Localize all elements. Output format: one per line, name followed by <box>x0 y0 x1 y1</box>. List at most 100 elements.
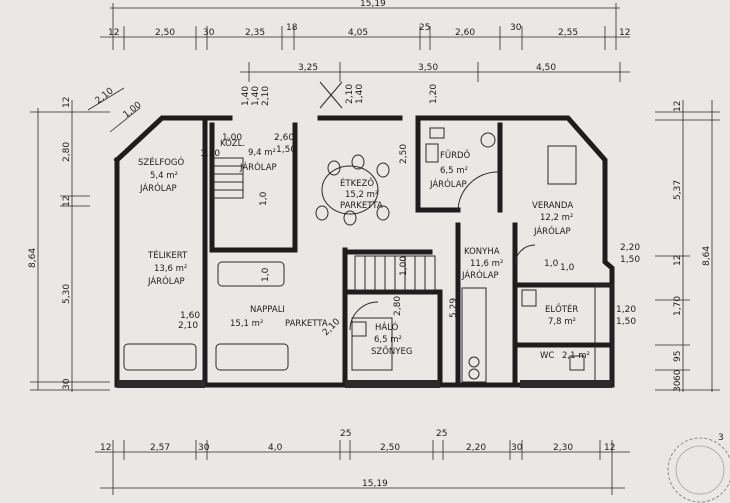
wall-hatch <box>117 284 613 388</box>
room-nappali-floor: PARKETTA <box>285 319 328 329</box>
top-dim-7: 25 <box>419 23 430 33</box>
bottom-dim-9: 30 <box>511 443 523 453</box>
room-wc-name: WC <box>540 351 554 361</box>
top-dim-1: 12 <box>108 28 119 38</box>
misc-dim-13: 1,50 <box>620 255 640 265</box>
room-eloter-area: 7,8 m² <box>548 317 576 327</box>
bottom-dim-1: 12 <box>100 443 111 453</box>
room-kozl-area: 9,4 m² <box>248 148 276 158</box>
bottom-dim-10: 2,30 <box>553 443 573 453</box>
misc-dim-4: 1,20 <box>429 84 439 104</box>
misc-dim-10: 2,60 <box>274 133 294 143</box>
right-dim-1: 12 <box>673 101 683 112</box>
left-dim-4: 5,30 <box>62 284 72 304</box>
right-dim-6: 60 <box>673 369 683 381</box>
misc-dim-19: 1,50 <box>616 317 636 327</box>
misc-dim-11: 1,50 <box>276 145 296 155</box>
stamp: 3 <box>667 433 730 503</box>
left-dimensions: 2,10 1,00 12 2,80 12 5,30 30 8,64 <box>28 86 144 392</box>
misc-dim-14: 1,60 <box>180 311 200 321</box>
room-nappali-name: NAPPALI <box>250 305 285 315</box>
misc-dim-12: 2,20 <box>620 243 640 253</box>
misc-dim-24: 1,0 <box>544 259 559 269</box>
misc-dim-3: 1,40 <box>241 86 251 106</box>
bottom-dim-11: 12 <box>604 443 615 453</box>
right-dim-7: 30 <box>673 380 683 392</box>
top-total-dim: 15,19 <box>360 0 386 9</box>
room-eloter-name: ELŐTÉR <box>545 303 578 315</box>
room-telikert-floor: JÁRÓLAP <box>147 275 185 287</box>
room-veranda-name: VERANDA <box>532 201 573 211</box>
bottom-dim-4: 4,0 <box>268 443 283 453</box>
top-dim-8: 2,60 <box>455 28 475 38</box>
room-konyha-name: KONYHA <box>464 247 500 257</box>
top-second-dim-2: 3,50 <box>418 63 438 73</box>
misc-dim-6: 1,40 <box>355 84 365 104</box>
room-veranda-floor: JÁRÓLAP <box>533 225 571 237</box>
room-halo-floor: SZŐNYEG <box>371 346 412 357</box>
room-etkezo-area: 15,2 m² <box>345 190 378 200</box>
right-dim-2: 5,37 <box>673 180 683 200</box>
left-dim-1: 12 <box>62 97 72 108</box>
bottom-dim-6: 2,50 <box>380 443 400 453</box>
room-halo-area: 6,5 m² <box>374 335 402 345</box>
stairs <box>212 157 436 291</box>
misc-dim-17: 1,00 <box>399 256 409 276</box>
room-halo-name: HÁLÓ <box>375 321 399 333</box>
top-dim-2: 2,50 <box>155 28 175 38</box>
room-nappali-area: 15,1 m² <box>230 319 263 329</box>
furniture <box>123 127 585 383</box>
bottom-dim-2: 2,57 <box>150 443 170 453</box>
misc-dim-18: 1,20 <box>616 305 636 315</box>
right-total-dim: 8,64 <box>702 246 712 266</box>
misc-dim-20: 5,29 <box>449 298 459 318</box>
top-dim-5: 18 <box>286 23 298 33</box>
bottom-dim-8: 2,20 <box>466 443 486 453</box>
right-dimensions: 12 5,37 12 1,70 95 60 30 8,64 <box>655 100 720 392</box>
left-dim-diag-2: 1,00 <box>122 100 144 120</box>
room-kozl-floor: JÁRÓLAP <box>239 161 277 173</box>
misc-dim-21: 1,0 <box>261 267 271 282</box>
room-telikert-area: 13,6 m² <box>154 264 187 274</box>
corner-mark: 3 <box>718 433 724 443</box>
top-dim-11: 12 <box>619 28 630 38</box>
right-dim-3: 12 <box>673 255 683 266</box>
left-dim-5: 30 <box>62 378 72 390</box>
misc-dim-7: 1,0 <box>259 191 269 206</box>
room-veranda-area: 12,2 m² <box>540 213 573 223</box>
bottom-dim-3: 30 <box>198 443 210 453</box>
misc-dim-25: 1,0 <box>560 263 575 273</box>
walls <box>113 115 615 388</box>
top-second-dim-3: 4,50 <box>536 63 556 73</box>
bottom-dim-7: 25 <box>436 429 447 439</box>
left-dim-2: 2,80 <box>62 142 72 162</box>
top-dim-10: 2,55 <box>558 28 578 38</box>
right-dim-4: 1,70 <box>673 296 683 316</box>
room-kozl-name: KÖZL. <box>220 138 245 149</box>
room-furdo-name: FÜRDŐ <box>440 150 471 161</box>
misc-dim-5: 2,10 <box>345 84 355 104</box>
room-labels: SZÉLFOGÓ 5,4 m² JÁRÓLAP KÖZL. 9,4 m² JÁR… <box>138 138 590 361</box>
top-dim-6: 4,05 <box>348 28 368 38</box>
bottom-dim-5: 25 <box>340 429 351 439</box>
left-total-dim: 8,64 <box>28 248 38 268</box>
room-szelfogo-name: SZÉLFOGÓ <box>138 156 184 168</box>
left-dim-diag-1: 2,10 <box>94 86 116 106</box>
misc-dim-1: 2,10 <box>261 86 271 106</box>
room-furdo-area: 6,5 m² <box>440 166 468 176</box>
doors <box>319 81 536 331</box>
misc-dim-8: 2,50 <box>399 144 409 164</box>
top-dim-4: 2,35 <box>245 28 265 38</box>
room-furdo-floor: JÁRÓLAP <box>429 178 467 190</box>
misc-dim-23: 1,50 <box>200 149 220 159</box>
right-dim-5: 95 <box>673 351 683 362</box>
misc-dim-2: 1,40 <box>251 86 261 106</box>
bottom-total-dim: 15,19 <box>362 479 388 489</box>
top-dim-9: 30 <box>510 23 522 33</box>
room-etkezo-name: ÉTKEZŐ <box>340 177 374 189</box>
room-konyha-floor: JÁRÓLAP <box>461 269 499 281</box>
misc-dim-15: 2,10 <box>178 321 198 331</box>
room-konyha-area: 11,6 m² <box>470 259 503 269</box>
top-second-dim-1: 3,25 <box>298 63 318 73</box>
bottom-dimensions: 12 2,57 30 4,0 25 2,50 25 2,20 30 2,30 1… <box>95 429 630 495</box>
